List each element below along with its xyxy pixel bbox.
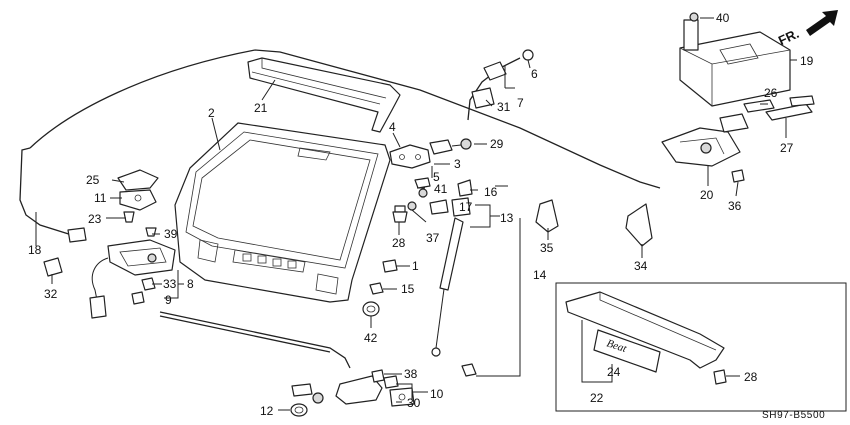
label-part-7: 7 [517,96,524,110]
label-part-22: 22 [590,391,604,405]
label-part-2: 2 [208,106,215,120]
bolt-39 [145,227,157,237]
lock-rod [159,311,351,369]
label-part-8: 8 [187,277,194,291]
bracket-40 [683,12,699,51]
label-part-15: 15 [401,282,415,296]
hinge-small [414,177,473,198]
stopper-15 [369,282,384,295]
front-arrow-label: FR. [776,26,801,48]
label-part-12: 12 [260,404,274,418]
label-part-26: 26 [764,86,778,100]
label-part-28a: 28 [392,236,406,250]
bolt-23 [123,211,135,223]
inset-bolt-28 [713,369,727,385]
label-part-37: 37 [426,231,440,245]
nut-12 [290,403,308,417]
label-part-18: 18 [28,243,42,257]
part-labels: 1 2 3 4 5 6 7 8 9 10 11 12 13 14 15 16 1… [28,11,814,418]
label-part-36: 36 [728,199,742,213]
label-part-34: 34 [634,259,648,273]
label-part-40: 40 [716,11,730,25]
label-part-11: 11 [94,191,107,205]
stopper-1 [382,259,398,273]
label-part-29: 29 [490,137,504,151]
leader-lines [35,17,797,411]
inset-spoiler [565,291,725,369]
label-part-38: 38 [404,367,418,381]
plate-26 [743,99,775,113]
label-part-32: 32 [44,287,58,301]
rear-spoiler [247,57,401,133]
label-part-17: 17 [459,200,473,214]
label-part-27: 27 [780,141,794,155]
label-part-16: 16 [484,185,498,199]
hinge-bracket [389,144,431,169]
emblem-24: Beat [593,329,661,373]
label-part-1: 1 [412,259,419,273]
latch-assembly [89,239,176,319]
hinge-pin [429,138,472,155]
clip-9 [131,291,145,305]
label-part-5: 5 [433,170,440,184]
tailgate-bolt-28 [392,205,408,223]
plate-27 [765,95,815,121]
bolt-36 [731,169,745,183]
label-part-21: 21 [254,101,268,115]
cover-19 [679,31,791,107]
inset-frame [555,282,847,412]
striker-11 [119,189,157,211]
label-part-24: 24 [607,365,621,379]
diagram-code: SH97-B5500 [762,410,825,421]
label-part-33: 33 [163,277,177,291]
gas-strut-mount [407,197,471,217]
label-part-14: 14 [533,268,547,282]
striker-cover-25 [117,169,159,191]
label-part-4: 4 [389,120,396,134]
label-part-9: 9 [165,293,172,307]
latch-20 [661,113,749,167]
bracket-35 [535,199,559,233]
label-part-35: 35 [540,241,554,255]
front-arrow-icon [806,10,838,36]
gas-strut [431,217,464,357]
label-part-30: 30 [407,396,421,410]
label-part-25: 25 [86,173,100,187]
bolt-38 [371,369,385,383]
label-part-42: 42 [364,331,378,345]
bracket-34 [625,203,653,247]
cable-end-32 [43,257,63,277]
label-part-3: 3 [454,157,461,171]
label-part-13: 13 [500,211,514,225]
release-cable [19,49,661,237]
label-part-41: 41 [434,182,448,196]
label-part-10: 10 [430,387,444,401]
strut-bolt [461,363,477,377]
label-part-19: 19 [800,54,814,68]
clip-33 [141,277,156,291]
label-part-39: 39 [164,227,178,241]
grommet-42 [362,301,380,317]
label-part-28b: 28 [744,370,758,384]
tailgate [174,122,391,303]
cable-end-18 [67,227,87,243]
lock-cylinder [291,375,415,407]
label-part-6: 6 [531,67,538,81]
label-part-31: 31 [497,100,511,114]
label-part-23: 23 [88,212,102,226]
label-part-20: 20 [700,188,714,202]
